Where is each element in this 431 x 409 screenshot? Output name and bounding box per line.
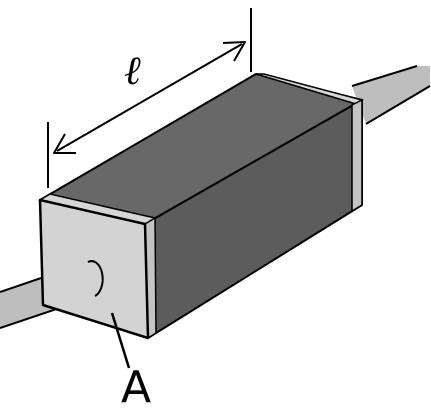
length-label: ℓ — [124, 48, 141, 94]
arrowhead-left — [53, 133, 76, 154]
length-dimension: ℓ — [47, 8, 252, 188]
area-leader-line — [110, 312, 131, 369]
arrowhead-right — [222, 41, 246, 62]
back-end-band-side — [351, 98, 363, 213]
wire-end-cap — [87, 260, 104, 297]
dimension-line — [56, 43, 243, 152]
resistor-block — [38, 73, 364, 340]
area-label: A — [121, 362, 151, 409]
front-face — [38, 198, 150, 340]
right-wire — [351, 65, 431, 125]
area-annotation: A — [110, 312, 151, 409]
